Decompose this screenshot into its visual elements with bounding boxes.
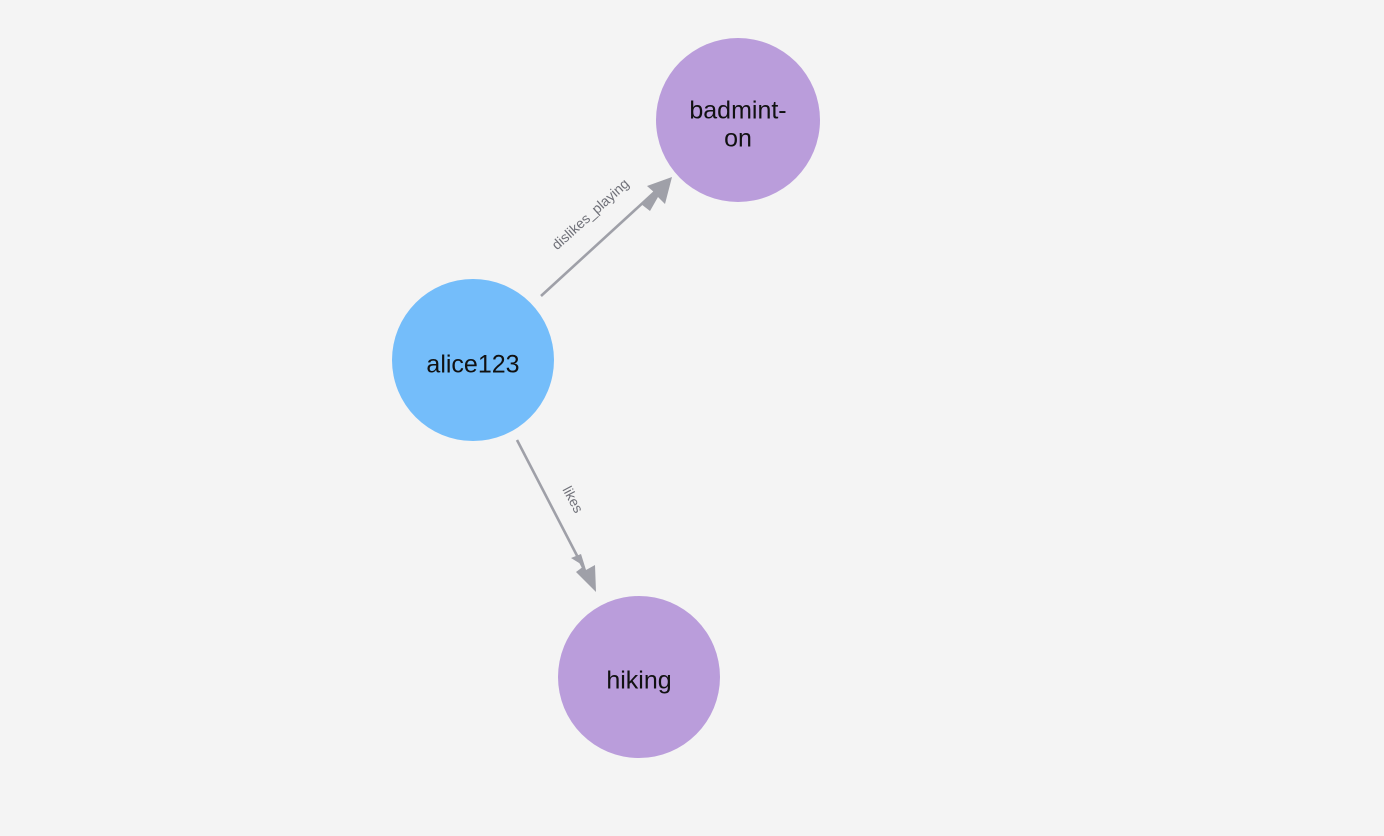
edge-likes[interactable]: likes bbox=[515, 439, 596, 592]
node-circle-hiking[interactable] bbox=[558, 596, 720, 758]
node-badminton[interactable]: badmint- on bbox=[656, 38, 820, 202]
edge-line bbox=[515, 439, 588, 574]
edge-dislikes-playing[interactable]: dislikes_playing bbox=[540, 175, 672, 297]
arrowhead-icon bbox=[571, 554, 596, 592]
edge-label-dislikes-playing: dislikes_playing bbox=[548, 175, 632, 253]
node-circle-badminton[interactable] bbox=[656, 38, 820, 202]
node-hiking[interactable]: hiking bbox=[558, 596, 720, 758]
arrowhead-icon bbox=[641, 177, 672, 211]
node-layer: badmint- on alice123 hiking bbox=[392, 38, 820, 758]
node-alice123[interactable]: alice123 bbox=[392, 279, 554, 441]
edge-label-likes: likes bbox=[560, 483, 587, 515]
edge-line bbox=[540, 187, 660, 297]
node-circle-alice123[interactable] bbox=[392, 279, 554, 441]
